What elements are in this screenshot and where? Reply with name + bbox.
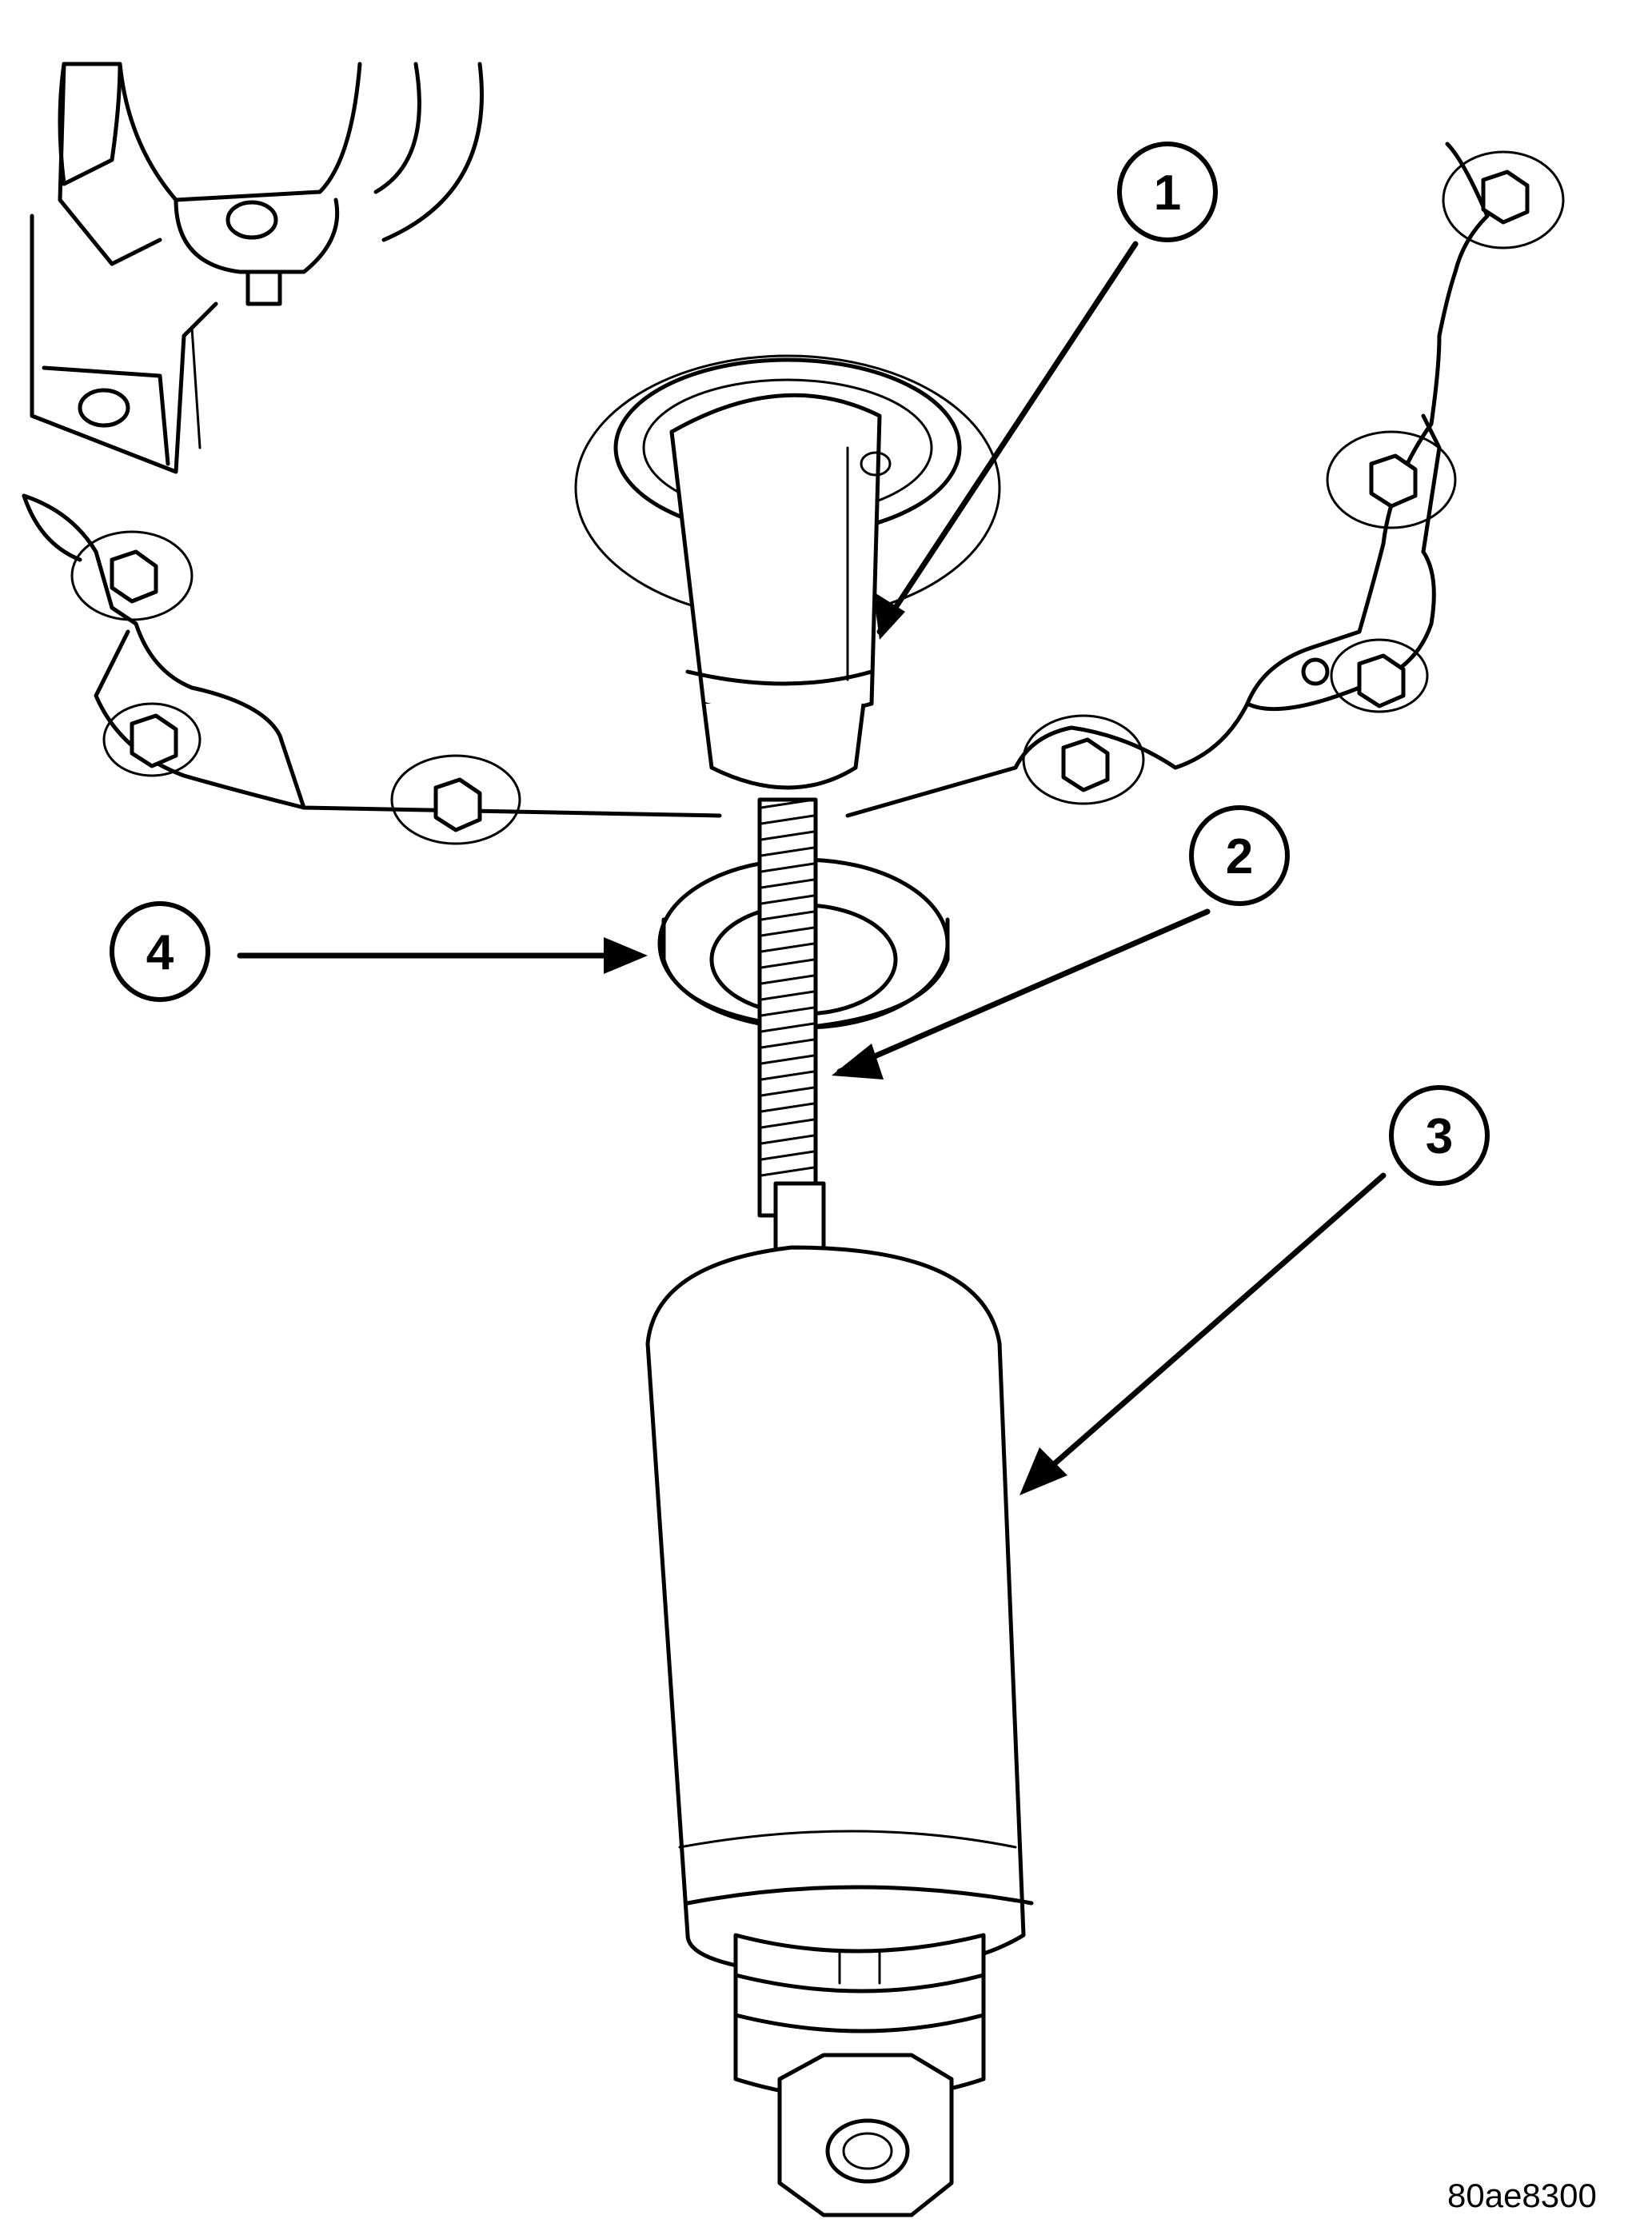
callout-number: 4: [146, 925, 174, 980]
callout-number: 2: [1226, 829, 1253, 884]
callout-4: 4: [110, 901, 210, 1002]
callout-number: 1: [1154, 166, 1181, 221]
figure-id: 80ae8300: [1447, 2177, 1597, 2214]
flange-bolts: [70, 150, 1565, 845]
callout-number: 3: [1426, 1109, 1453, 1164]
leader-lines: [237, 241, 1387, 1495]
engine-bracket: [30, 62, 484, 474]
callout-3: 3: [1389, 1085, 1490, 1186]
callout-1: 1: [1117, 142, 1218, 242]
cylinder: [645, 1245, 1034, 2217]
remover-tool: [574, 354, 1001, 790]
oil-pan-flange: [22, 142, 1565, 845]
threaded-rod: [757, 797, 826, 1258]
callout-2: 2: [1189, 805, 1290, 906]
